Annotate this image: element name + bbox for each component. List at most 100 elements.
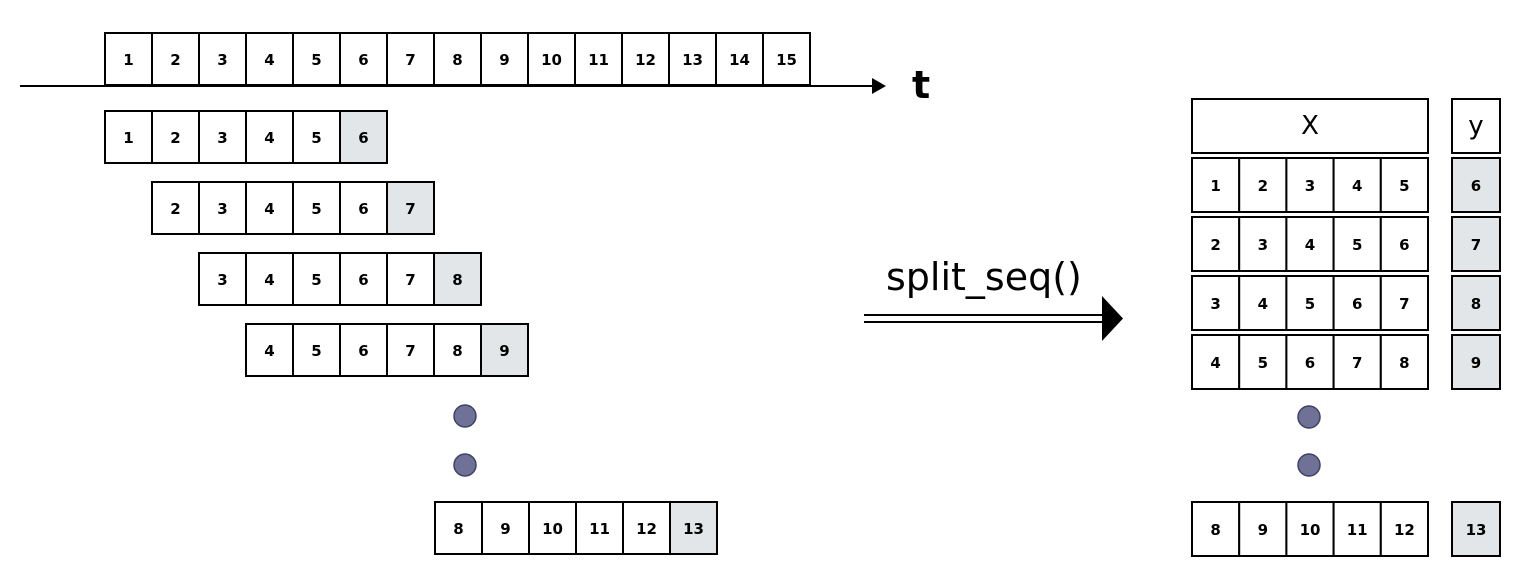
x-cell-value: 3 xyxy=(1305,177,1315,195)
window-input-cell-box xyxy=(292,110,341,164)
x-cell-value: 4 xyxy=(1352,177,1362,195)
window-input-cell-value: 4 xyxy=(264,342,274,360)
x-cell-value: 5 xyxy=(1352,236,1362,254)
window-input-cell-value: 8 xyxy=(453,520,463,538)
x-cell-value: 1 xyxy=(1210,177,1220,195)
window-input-cell-box xyxy=(198,252,247,306)
window-input-cell-box xyxy=(198,181,247,235)
x-cell-value: 9 xyxy=(1258,521,1268,539)
window-input-cell-box xyxy=(245,252,294,306)
window-input-cell-box xyxy=(339,181,388,235)
window-input-cell-box xyxy=(386,252,435,306)
window-target-cell-value: 7 xyxy=(405,200,415,218)
y-cell-box xyxy=(1451,501,1501,557)
x-cell-box xyxy=(1191,157,1241,213)
x-cell-box xyxy=(1332,275,1382,331)
x-cell-value: 11 xyxy=(1347,521,1368,539)
window-input-cell-box xyxy=(245,110,294,164)
x-cell-value: 5 xyxy=(1258,354,1268,372)
window-input-cell-value: 3 xyxy=(217,129,227,147)
y-header-label: y xyxy=(1468,111,1483,141)
x-cell-value: 3 xyxy=(1258,236,1268,254)
window-input-cell-value: 8 xyxy=(452,342,462,360)
window-input-cell-box xyxy=(198,110,247,164)
window-input-cell-value: 5 xyxy=(311,342,321,360)
window-input-cell-value: 7 xyxy=(405,342,415,360)
window-target-cell-box xyxy=(386,181,435,235)
y-cell-value: 13 xyxy=(1466,521,1487,539)
ellipsis-dot xyxy=(453,453,477,477)
timeline-cell-value: 14 xyxy=(729,51,750,69)
x-cell-value: 6 xyxy=(1399,236,1409,254)
window-input-cell-value: 12 xyxy=(636,520,657,538)
window-target-cell-box xyxy=(433,252,482,306)
x-cell-value: 5 xyxy=(1399,177,1409,195)
y-cell-value: 6 xyxy=(1471,177,1481,195)
ellipsis-dot xyxy=(453,404,477,428)
window-input-cell-value: 4 xyxy=(264,129,274,147)
window-input-cell-value: 2 xyxy=(170,200,180,218)
timeline-cell-box xyxy=(574,32,623,86)
x-cell-value: 8 xyxy=(1210,521,1220,539)
window-input-cell-value: 1 xyxy=(123,129,133,147)
x-cell-value: 8 xyxy=(1399,354,1409,372)
time-axis-label: t xyxy=(912,63,930,107)
timeline-cell-value: 5 xyxy=(311,51,321,69)
window-input-cell-value: 9 xyxy=(500,520,510,538)
ellipsis-dot xyxy=(1297,453,1321,477)
x-cell-box xyxy=(1379,157,1430,213)
x-header-label: X xyxy=(1301,111,1319,141)
window-input-cell-box xyxy=(104,110,153,164)
window-input-cell-value: 6 xyxy=(358,200,368,218)
timeline-cell-value: 2 xyxy=(170,51,180,69)
x-cell-value: 5 xyxy=(1305,295,1315,313)
window-input-cell-value: 6 xyxy=(358,342,368,360)
y-cell-box xyxy=(1451,216,1501,272)
window-target-cell-value: 8 xyxy=(452,271,462,289)
window-input-cell-box xyxy=(434,501,483,555)
timeline-cell-box xyxy=(715,32,764,86)
x-cell-box xyxy=(1191,275,1241,331)
split-seq-label: split_seq() xyxy=(886,255,1082,299)
x-cell-value: 4 xyxy=(1305,236,1315,254)
x-cell-value: 7 xyxy=(1352,354,1362,372)
timeline-cell-value: 8 xyxy=(452,51,462,69)
timeline-cell-box xyxy=(151,32,200,86)
ellipsis-dot xyxy=(1297,405,1321,429)
x-cell-box xyxy=(1191,334,1241,390)
window-input-cell-box xyxy=(245,323,294,377)
x-cell-box xyxy=(1191,216,1241,272)
window-target-cell-box xyxy=(339,110,388,164)
window-target-cell-value: 13 xyxy=(683,520,704,538)
timeline-cell-value: 3 xyxy=(217,51,227,69)
timeline-cell-value: 6 xyxy=(358,51,368,69)
timeline-cell-value: 7 xyxy=(405,51,415,69)
window-input-cell-value: 3 xyxy=(217,271,227,289)
transform-arrowhead xyxy=(1102,296,1123,341)
y-cell-value: 7 xyxy=(1471,236,1481,254)
x-cell-box xyxy=(1191,501,1241,557)
x-cell-box xyxy=(1379,216,1430,272)
window-input-cell-value: 10 xyxy=(542,520,563,538)
window-input-cell-box xyxy=(433,323,482,377)
x-cell-value: 3 xyxy=(1210,295,1220,313)
timeline-cell-box xyxy=(527,32,576,86)
x-cell-box xyxy=(1285,157,1335,213)
x-cell-value: 4 xyxy=(1258,295,1268,313)
window-input-cell-value: 6 xyxy=(358,271,368,289)
x-cell-value: 4 xyxy=(1210,354,1220,372)
window-input-cell-box xyxy=(292,252,341,306)
y-cell-box xyxy=(1451,334,1501,390)
timeline-cell-value: 12 xyxy=(635,51,656,69)
x-cell-box xyxy=(1285,334,1335,390)
x-cell-value: 10 xyxy=(1300,521,1321,539)
x-cell-value: 2 xyxy=(1210,236,1220,254)
window-target-cell-value: 6 xyxy=(358,129,368,147)
x-cell-box xyxy=(1238,334,1288,390)
x-cell-value: 2 xyxy=(1258,177,1268,195)
